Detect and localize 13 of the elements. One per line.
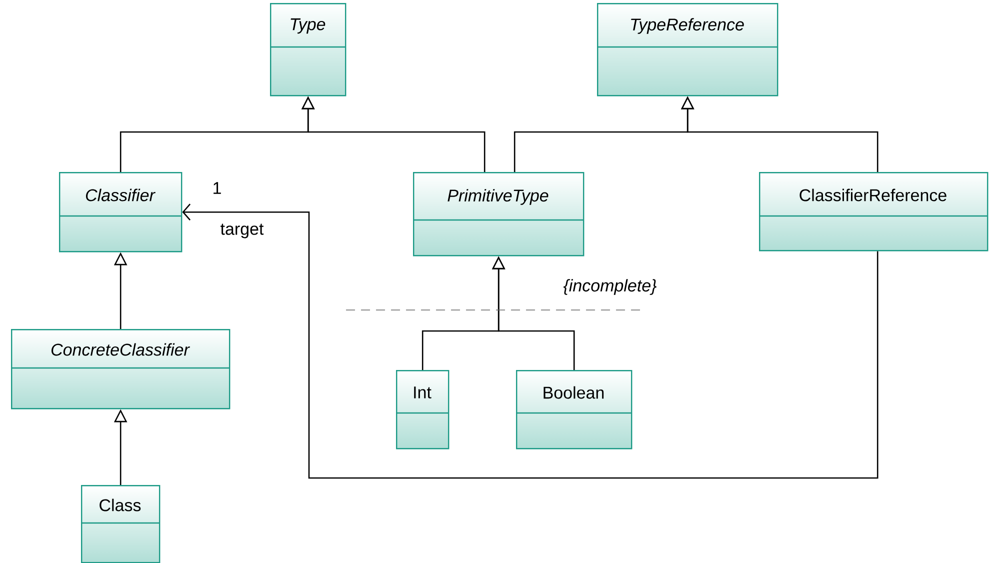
class-box: Class	[81, 485, 160, 563]
class-box: PrimitiveType	[413, 172, 584, 256]
class-box: Boolean	[516, 370, 632, 450]
association-arrow	[182, 204, 878, 479]
class-box: Classifier	[59, 172, 182, 252]
class-box: ClassifierReference	[759, 172, 988, 252]
class-box: Int	[396, 370, 450, 450]
class-box: ConcreteClassifier	[11, 329, 230, 410]
class-box: TypeReference	[597, 3, 778, 96]
edge-label: target	[219, 222, 265, 240]
multiplicity-label: 1	[214, 182, 221, 194]
constraint-label: {incomplete}	[563, 279, 657, 295]
class-box: Type	[270, 3, 346, 96]
